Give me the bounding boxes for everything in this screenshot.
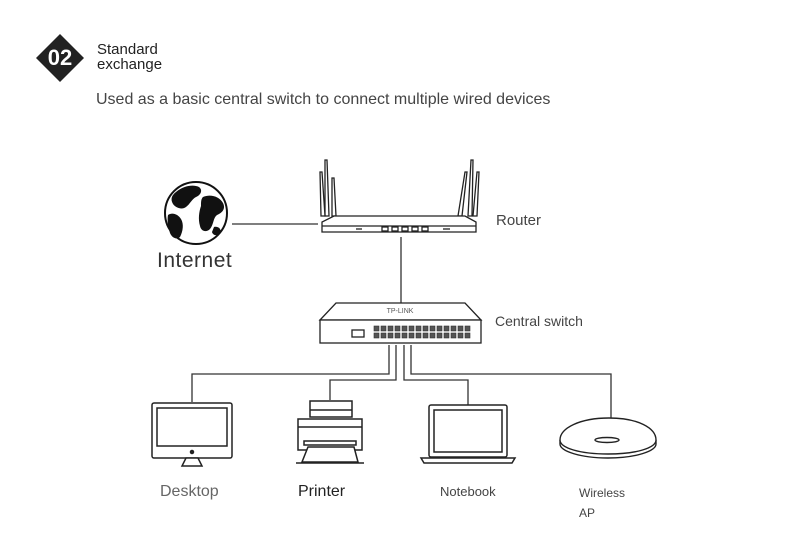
notebook-icon [419,404,517,464]
switch-printer-link [329,345,397,400]
switch-icon: TP-LINK [318,302,483,344]
wireless-ap-label: Wireless AP [579,486,626,520]
globe-icon [164,181,228,245]
page-subtitle: Used as a basic central switch to connec… [96,91,551,108]
title-line-2: exchange [97,56,163,73]
router-label: Router [496,212,542,229]
page-title: Standard exchange [97,42,162,72]
connection-lines [191,223,612,418]
desktop-icon [151,402,233,467]
title-line-1: Standard [97,41,158,58]
switch-desktop-link [191,345,390,402]
printer-label: Printer [298,483,346,500]
wireless-ap-icon [559,417,657,459]
notebook-label: Notebook [440,484,496,499]
internet-label: Internet [157,249,233,272]
switch-ap-link [410,345,612,418]
step-number: 02 [47,45,73,70]
printer-icon [296,400,364,464]
router-icon [319,159,480,233]
switch-brand-label: TP-LINK [387,308,414,315]
central-switch-label: Central switch [495,313,583,329]
step-badge [36,34,84,82]
desktop-label: Desktop [160,483,219,500]
switch-notebook-link [403,345,469,405]
